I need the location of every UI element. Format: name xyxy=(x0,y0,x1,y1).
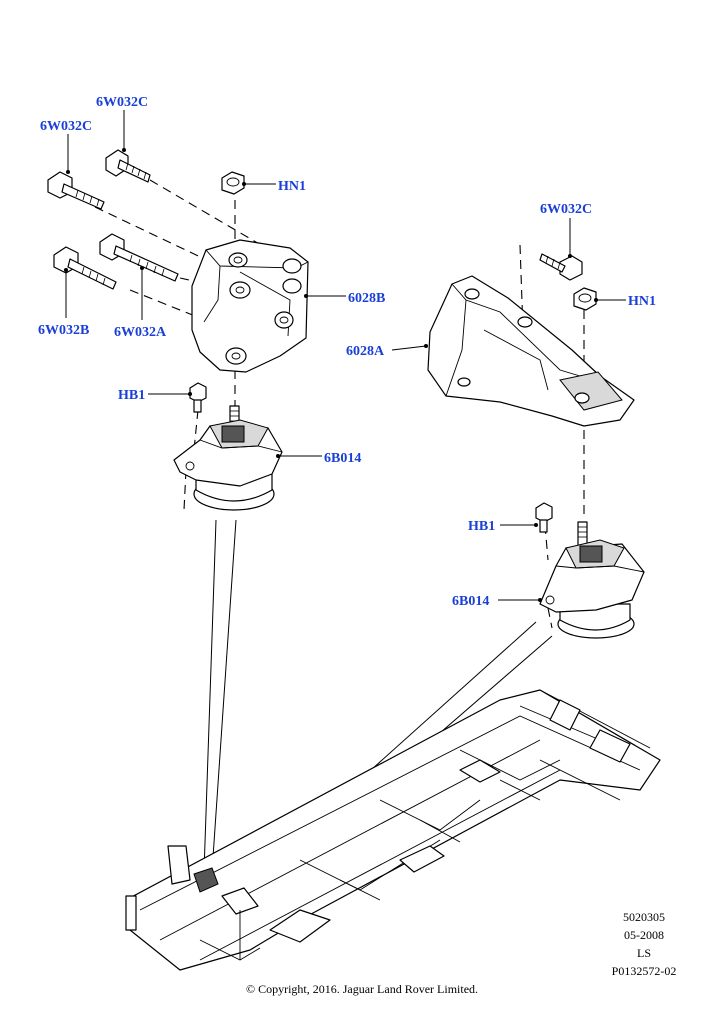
callout-6w032c-top: 6W032C xyxy=(96,95,148,110)
model-code: LS xyxy=(636,946,651,960)
engine-mount-6b014-right xyxy=(539,521,645,639)
callout-hn1-left: HN1 xyxy=(278,179,306,194)
callout-leaders xyxy=(64,110,626,602)
callout-6028a: 6028A xyxy=(346,344,385,359)
engine-mount-6b014-left xyxy=(173,405,283,511)
callout-6028b: 6028B xyxy=(348,291,385,306)
bolt-6w032c-right xyxy=(539,253,583,281)
callout-labels: 6W032C 6W032C HN1 6028B 6W032B 6W032A HB… xyxy=(38,95,656,609)
callout-6w032c-right: 6W032C xyxy=(540,202,592,217)
bracket-6028a xyxy=(427,275,635,427)
illustration-id: P0132572-02 xyxy=(611,964,677,978)
nut-hn1-right xyxy=(573,287,597,311)
bolt-6w032c-upper xyxy=(105,149,151,183)
callout-hb1-left: HB1 xyxy=(118,388,145,403)
bracket-6028b xyxy=(191,239,309,373)
bolt-6w032c-lower xyxy=(47,171,105,210)
copyright-notice: © Copyright, 2016. Jaguar Land Rover Lim… xyxy=(245,982,479,996)
callout-hn1-right: HN1 xyxy=(628,294,656,309)
callout-6b014-left: 6B014 xyxy=(324,451,361,466)
vehicle-chassis-frame xyxy=(125,689,661,971)
callout-hb1-right: HB1 xyxy=(468,519,495,534)
callout-6w032b: 6W032B xyxy=(38,323,89,338)
bolt-hb1-right xyxy=(535,502,553,533)
revision-date: 05-2008 xyxy=(624,928,664,942)
callout-6b014-right: 6B014 xyxy=(452,594,489,609)
bolt-6w032a xyxy=(99,233,179,282)
nut-hn1-left xyxy=(221,171,245,195)
reference-number: 5020305 xyxy=(623,910,665,924)
callout-6w032a: 6W032A xyxy=(114,325,167,340)
bolt-hb1-left xyxy=(189,382,207,413)
callout-6w032c-left: 6W032C xyxy=(40,119,92,134)
bolt-6w032b xyxy=(53,246,117,290)
